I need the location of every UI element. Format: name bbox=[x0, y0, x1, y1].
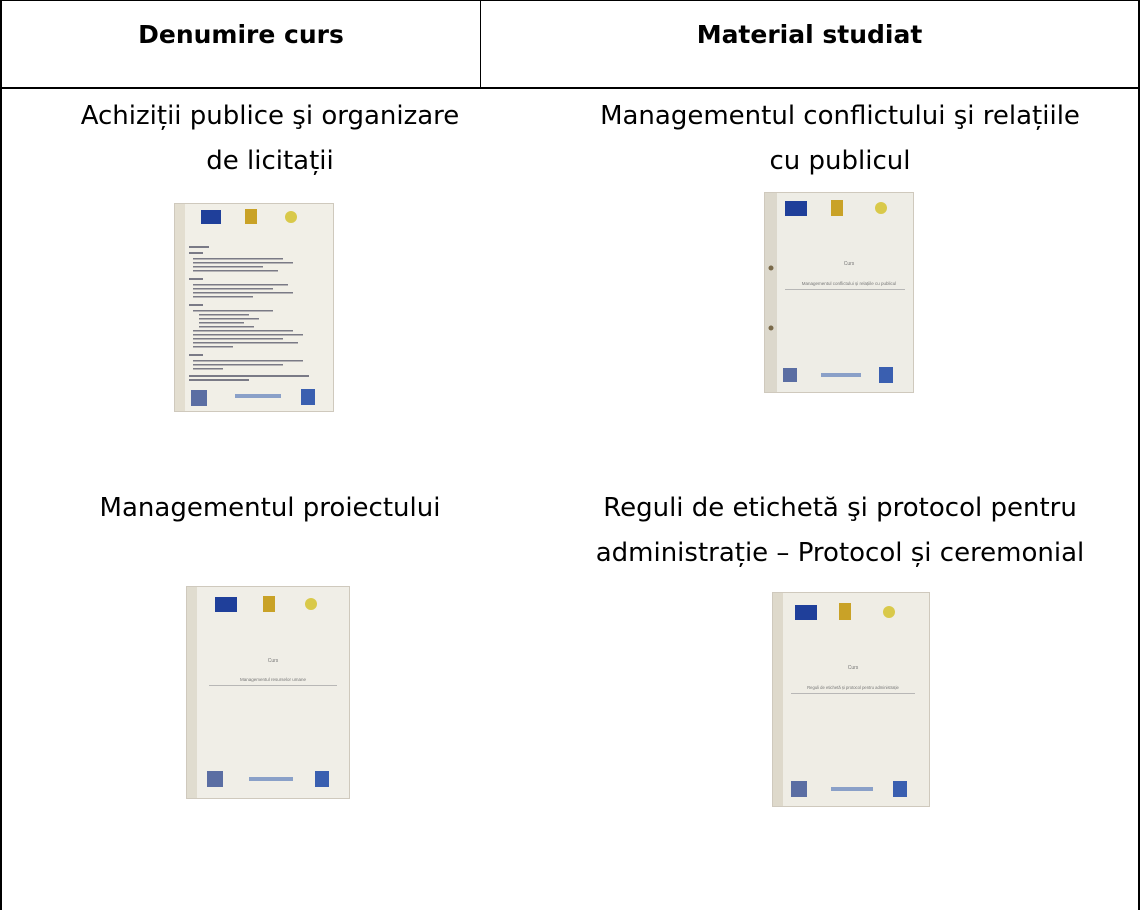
ministry-logo-icon bbox=[875, 202, 887, 214]
coat-of-arms-icon bbox=[831, 200, 843, 216]
row2-left-title: Managementul proiectului bbox=[0, 486, 540, 531]
eticheta-cover-image: Curs Reguli de etichetă și protocol pent… bbox=[773, 593, 929, 806]
crest-icon bbox=[791, 781, 807, 797]
crest-icon bbox=[207, 771, 223, 787]
shield-icon bbox=[879, 367, 893, 383]
photo-achizitii-syllabus bbox=[174, 203, 334, 412]
cover-course-title: Reguli de etichetă și protocol pentru ad… bbox=[807, 685, 899, 690]
photo-conflict-cover: Curs Managementul conflictului și relați… bbox=[764, 192, 914, 393]
cover-course-label: Curs bbox=[848, 665, 859, 671]
coat-of-arms-icon bbox=[263, 596, 275, 612]
row1-left-title: Achiziții publice şi organizare de licit… bbox=[0, 94, 540, 184]
photo-eticheta-cover: Curs Reguli de etichetă și protocol pent… bbox=[772, 592, 930, 807]
row1-right-title-line1: Managementul conflictului şi relațiile bbox=[600, 101, 1080, 131]
header-material: Material studiat bbox=[696, 20, 923, 49]
crest-icon bbox=[191, 390, 207, 406]
syllabus-page-image bbox=[175, 204, 333, 411]
row1-left-title-line2: de licitații bbox=[206, 146, 334, 176]
row2-right-title-line1: Reguli de etichetă şi protocol pentru bbox=[603, 493, 1077, 523]
eu-flag-icon bbox=[215, 597, 237, 612]
shield-icon bbox=[301, 389, 315, 405]
row2-right-title: Reguli de etichetă şi protocol pentru ad… bbox=[540, 486, 1140, 576]
row1-right-title: Managementul conflictului şi relațiile c… bbox=[540, 94, 1140, 184]
proiect-cover-image: Curs Managementul resurselor umane bbox=[187, 587, 349, 798]
shield-icon bbox=[893, 781, 907, 797]
coat-of-arms-icon bbox=[245, 209, 257, 224]
row1-right-title-line2: cu publicul bbox=[769, 146, 911, 176]
shield-icon bbox=[315, 771, 329, 787]
row1-left-title-line1: Achiziții publice şi organizare bbox=[80, 101, 460, 131]
cover-course-label: Curs bbox=[844, 261, 855, 267]
punch-hole-icon bbox=[768, 265, 774, 271]
coat-of-arms-icon bbox=[839, 603, 851, 620]
conflict-cover-image: Curs Managementul conflictului și relați… bbox=[765, 193, 913, 392]
header-bottom-border bbox=[0, 87, 1140, 89]
ministry-logo-icon bbox=[305, 598, 317, 610]
punch-hole-icon bbox=[768, 325, 774, 331]
eu-flag-icon bbox=[795, 605, 817, 620]
eu-flag-icon bbox=[201, 210, 221, 224]
ministry-logo-icon bbox=[883, 606, 895, 618]
header-column-divider bbox=[480, 0, 481, 88]
row2-left-title-line1: Managementul proiectului bbox=[99, 493, 441, 523]
ministry-logo-icon bbox=[285, 211, 297, 223]
cover-course-title: Managementul conflictului și relațiile c… bbox=[802, 281, 897, 286]
row2-right-title-line2: administrație – Protocol și ceremonial bbox=[595, 538, 1085, 568]
cover-course-label: Curs bbox=[268, 658, 279, 664]
table-top-border bbox=[0, 0, 1140, 1]
table-right-border bbox=[1138, 0, 1140, 910]
photo-proiect-cover: Curs Managementul resurselor umane bbox=[186, 586, 350, 799]
eu-flag-icon bbox=[785, 201, 807, 216]
crest-icon bbox=[783, 368, 797, 382]
cover-course-title: Managementul resurselor umane bbox=[240, 677, 307, 682]
table-left-border bbox=[0, 0, 2, 910]
header-course-name: Denumire curs bbox=[138, 20, 344, 49]
